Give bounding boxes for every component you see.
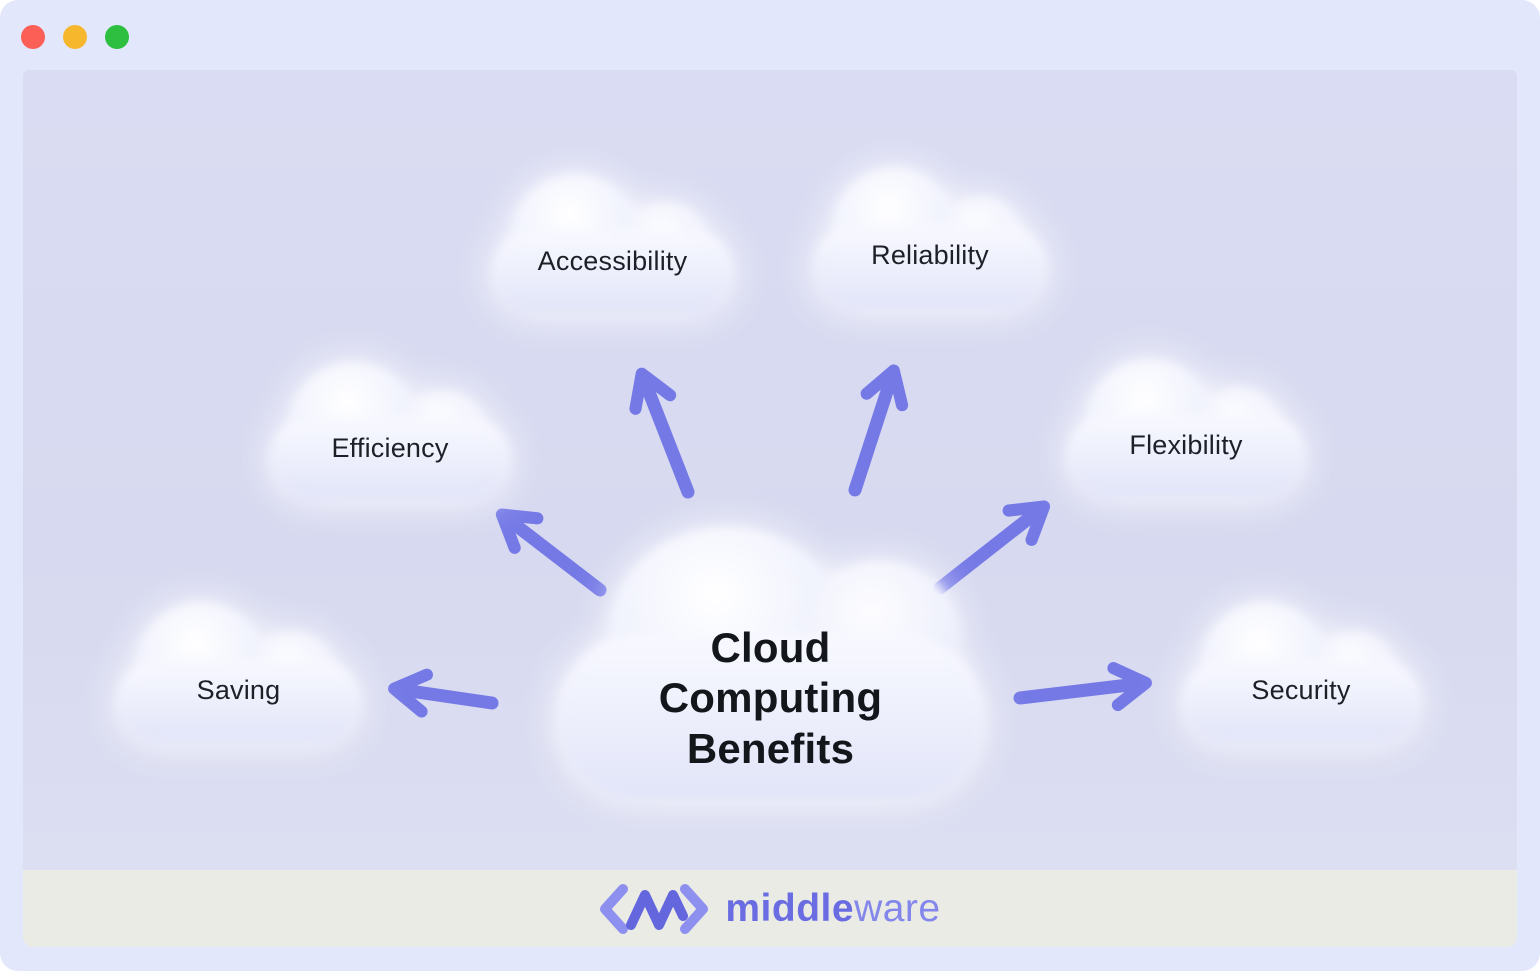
- brand-word-ware: ware: [854, 886, 941, 930]
- connection-arrows: [388, 364, 1152, 718]
- cloud-icon: [268, 358, 512, 508]
- brand-wordmark: middleware: [725, 887, 940, 931]
- benefit-node-flexibility: Flexibility: [1065, 355, 1307, 505]
- diagram-canvas: Accessibility Reliability Efficiency Fle…: [23, 70, 1517, 870]
- benefit-label: Security: [1251, 674, 1351, 705]
- benefit-label: Flexibility: [1129, 429, 1243, 460]
- benefit-label: Accessibility: [537, 245, 688, 276]
- cloud-icon: [115, 598, 362, 752]
- arrow-to-reliability: [848, 364, 909, 497]
- benefit-label: Efficiency: [331, 432, 449, 463]
- cloud-icon: [812, 163, 1048, 318]
- arrow-to-saving: [388, 668, 499, 718]
- center-node-cloud-computing-benefits: Cloud Computing Benefits: [553, 525, 988, 808]
- benefit-label: Saving: [196, 674, 281, 705]
- benefit-node-reliability: Reliability: [812, 163, 1048, 318]
- benefit-node-security: Security: [1180, 598, 1422, 752]
- benefit-node-accessibility: Accessibility: [490, 170, 735, 322]
- arrow-to-efficiency: [495, 508, 607, 597]
- arrow-to-security: [1013, 662, 1152, 712]
- cloud-icon: [553, 525, 988, 808]
- cloud-icon: [1065, 355, 1307, 505]
- arrow-to-accessibility: [629, 367, 695, 499]
- arrow-to-flexibility: [933, 500, 1051, 595]
- cloud-icon: [490, 170, 735, 322]
- benefit-node-efficiency: Efficiency: [268, 358, 512, 508]
- diagram-title: Cloud Computing Benefits: [658, 623, 883, 772]
- benefit-node-saving: Saving: [115, 598, 362, 752]
- brand-footer: middleware: [23, 870, 1517, 947]
- window-titlebar: [0, 0, 1540, 70]
- cloud-icon: [1180, 598, 1422, 752]
- middleware-logo-icon: [600, 883, 709, 934]
- brand-word-middle: middle: [725, 886, 855, 930]
- benefit-label: Reliability: [871, 240, 989, 270]
- maximize-button[interactable]: [105, 25, 129, 49]
- minimize-button[interactable]: [63, 25, 87, 49]
- close-button[interactable]: [21, 25, 45, 49]
